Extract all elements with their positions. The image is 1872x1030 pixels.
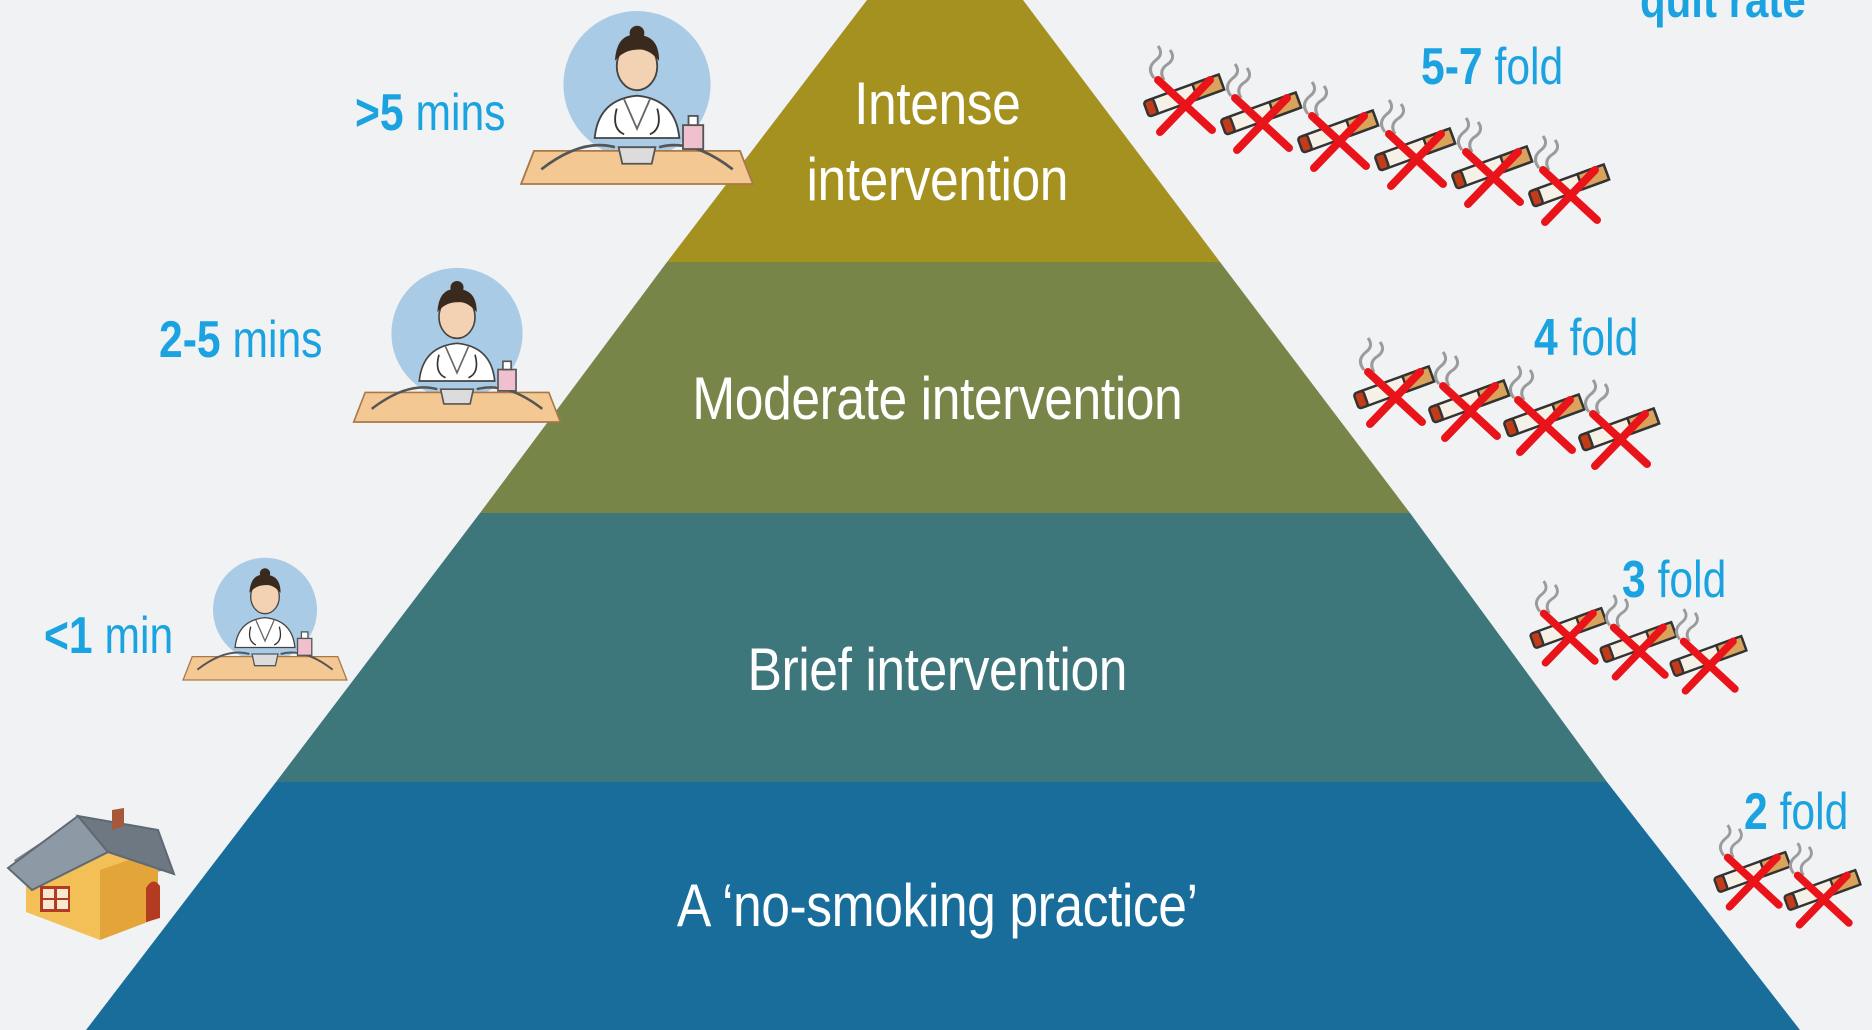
tier-intense-band	[667, 0, 1220, 262]
tier-brief-band	[276, 513, 1607, 782]
crossed-cigarette-icon	[1428, 351, 1511, 442]
tier-label-brief: Brief intervention	[747, 636, 1128, 703]
crossed-cigarette-icon	[1374, 99, 1457, 190]
fold-unit: fold	[1767, 783, 1849, 841]
tier-moderate-band	[480, 262, 1410, 513]
doctor-at-desk-icon	[519, 11, 755, 185]
crossed-cigarette-icon	[1451, 117, 1534, 208]
time-label-brief: <1 min	[44, 606, 173, 666]
tier-label-line: intervention	[806, 146, 1069, 213]
fold-label-moderate: 4 fold	[1534, 308, 1638, 368]
tier-label-intense: Intense intervention	[132, 66, 1742, 218]
crossed-cigarettes-row	[1529, 580, 1748, 695]
fold-unit: fold	[1557, 309, 1639, 367]
crossed-cigarettes-row	[1353, 337, 1661, 470]
time-value: <1	[44, 607, 93, 665]
time-unit: mins	[220, 311, 323, 369]
tier-label-moderate: Moderate intervention	[692, 365, 1183, 432]
fold-label-intense: 5-7 fold	[1421, 37, 1563, 97]
fold-unit: fold	[1482, 38, 1564, 96]
fold-label-brief: 3 fold	[1622, 550, 1726, 610]
fold-value: 3	[1622, 551, 1646, 609]
tier-label-line: Intense	[854, 70, 1021, 137]
tier-label-practice: A ‘no-smoking practice’	[676, 872, 1198, 939]
doctor-at-desk-icon	[182, 557, 348, 681]
doctor-at-desk-icon	[352, 267, 562, 423]
time-unit: mins	[403, 84, 506, 142]
crossed-cigarette-icon	[1503, 365, 1586, 456]
crossed-cigarette-icon	[1528, 135, 1611, 226]
crossed-cigarette-icon	[1220, 63, 1303, 154]
fold-value: 2	[1744, 783, 1768, 841]
crossed-cigarette-icon	[1529, 580, 1608, 667]
time-value: 2-5	[159, 311, 221, 369]
crossed-cigarettes-row	[1713, 824, 1862, 929]
crossed-cigarette-icon	[1143, 45, 1226, 136]
quit-rate-header: quit rate	[1640, 0, 1806, 28]
time-value: >5	[355, 84, 404, 142]
house-icon	[6, 808, 176, 940]
fold-value: 4	[1534, 309, 1558, 367]
crossed-cigarette-icon	[1578, 379, 1661, 470]
time-unit: min	[92, 607, 174, 665]
crossed-cigarette-icon	[1783, 842, 1862, 929]
crossed-cigarette-icon	[1713, 824, 1792, 911]
time-label-intense: >5 mins	[355, 83, 506, 143]
crossed-cigarette-icon	[1353, 337, 1436, 428]
crossed-cigarette-icon	[1297, 81, 1380, 172]
tier-practice-band	[86, 782, 1800, 1030]
crossed-cigarette-icon	[1599, 594, 1678, 681]
fold-unit: fold	[1645, 551, 1727, 609]
fold-value: 5-7	[1421, 38, 1483, 96]
fold-label-practice: 2 fold	[1744, 782, 1848, 842]
crossed-cigarette-icon	[1669, 608, 1748, 695]
time-label-moderate: 2-5 mins	[159, 310, 323, 370]
crossed-cigarettes-row	[1143, 45, 1611, 226]
